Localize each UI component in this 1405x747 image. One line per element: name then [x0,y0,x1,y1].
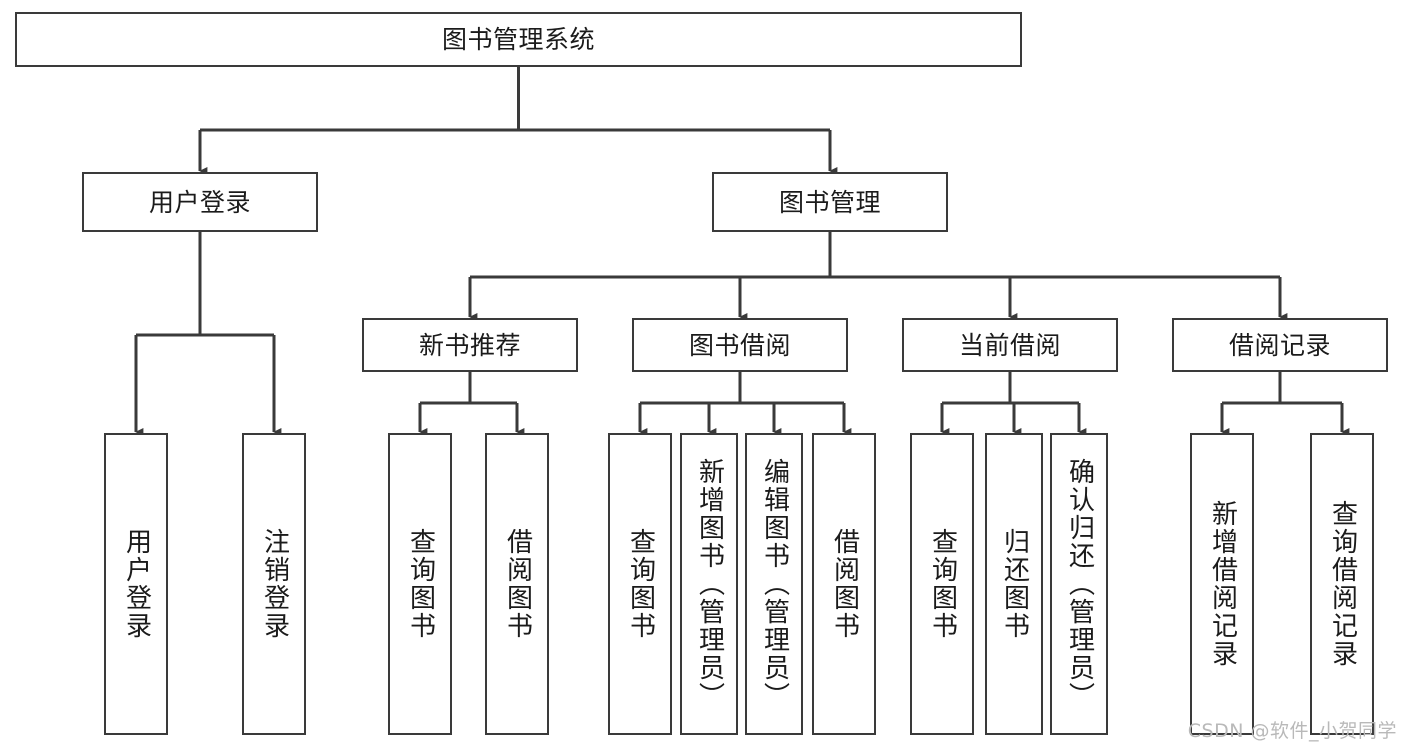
node-label-leaf-edit-book: 编辑图书（管理员） [759,458,790,710]
node-book-borrow[interactable]: 图书借阅 [632,318,848,372]
node-leaf-edit-book[interactable]: 编辑图书（管理员） [745,433,803,735]
node-label-leaf-borrow-book-2: 借阅图书 [829,528,860,640]
node-borrow-record[interactable]: 借阅记录 [1172,318,1388,372]
node-label-leaf-query-book-2: 查询图书 [625,528,656,640]
node-label-leaf-user-login: 用户登录 [121,528,152,640]
node-leaf-query-book-2[interactable]: 查询图书 [608,433,672,735]
node-leaf-query-book-3[interactable]: 查询图书 [910,433,974,735]
node-leaf-add-book[interactable]: 新增图书（管理员） [680,433,738,735]
node-new-book-recommend[interactable]: 新书推荐 [362,318,578,372]
node-label-leaf-query-record: 查询借阅记录 [1327,500,1358,668]
watermark-text: CSDN @软件_小贺同学 [1187,720,1397,742]
node-label-leaf-add-record: 新增借阅记录 [1207,500,1238,668]
node-book-manage[interactable]: 图书管理 [712,172,948,232]
node-label-leaf-add-book: 新增图书（管理员） [694,458,725,710]
node-label-leaf-query-book-1: 查询图书 [405,528,436,640]
node-label-leaf-logout: 注销登录 [259,528,290,640]
node-leaf-query-record[interactable]: 查询借阅记录 [1310,433,1374,735]
node-leaf-confirm-return[interactable]: 确认归还（管理员） [1050,433,1108,735]
node-label-leaf-borrow-book-1: 借阅图书 [502,528,533,640]
node-current-borrow[interactable]: 当前借阅 [902,318,1118,372]
node-leaf-add-record[interactable]: 新增借阅记录 [1190,433,1254,735]
node-label-new-book-recommend: 新书推荐 [418,330,521,360]
node-label-user-login: 用户登录 [148,187,251,217]
node-label-root: 图书管理系统 [441,25,595,54]
node-root[interactable]: 图书管理系统 [15,12,1022,67]
node-label-book-manage: 图书管理 [778,187,881,217]
edge-group [134,67,1350,437]
node-leaf-borrow-book-2[interactable]: 借阅图书 [812,433,876,735]
node-label-leaf-return-book: 归还图书 [999,528,1030,640]
node-label-leaf-confirm-return: 确认归还（管理员） [1064,458,1095,710]
node-label-current-borrow: 当前借阅 [958,330,1061,360]
node-leaf-return-book[interactable]: 归还图书 [985,433,1043,735]
node-user-login[interactable]: 用户登录 [82,172,318,232]
node-leaf-logout[interactable]: 注销登录 [242,433,306,735]
node-label-book-borrow: 图书借阅 [688,330,791,360]
node-leaf-borrow-book-1[interactable]: 借阅图书 [485,433,549,735]
node-label-borrow-record: 借阅记录 [1228,330,1331,360]
node-label-leaf-query-book-3: 查询图书 [927,528,958,640]
node-leaf-query-book-1[interactable]: 查询图书 [388,433,452,735]
node-leaf-user-login[interactable]: 用户登录 [104,433,168,735]
